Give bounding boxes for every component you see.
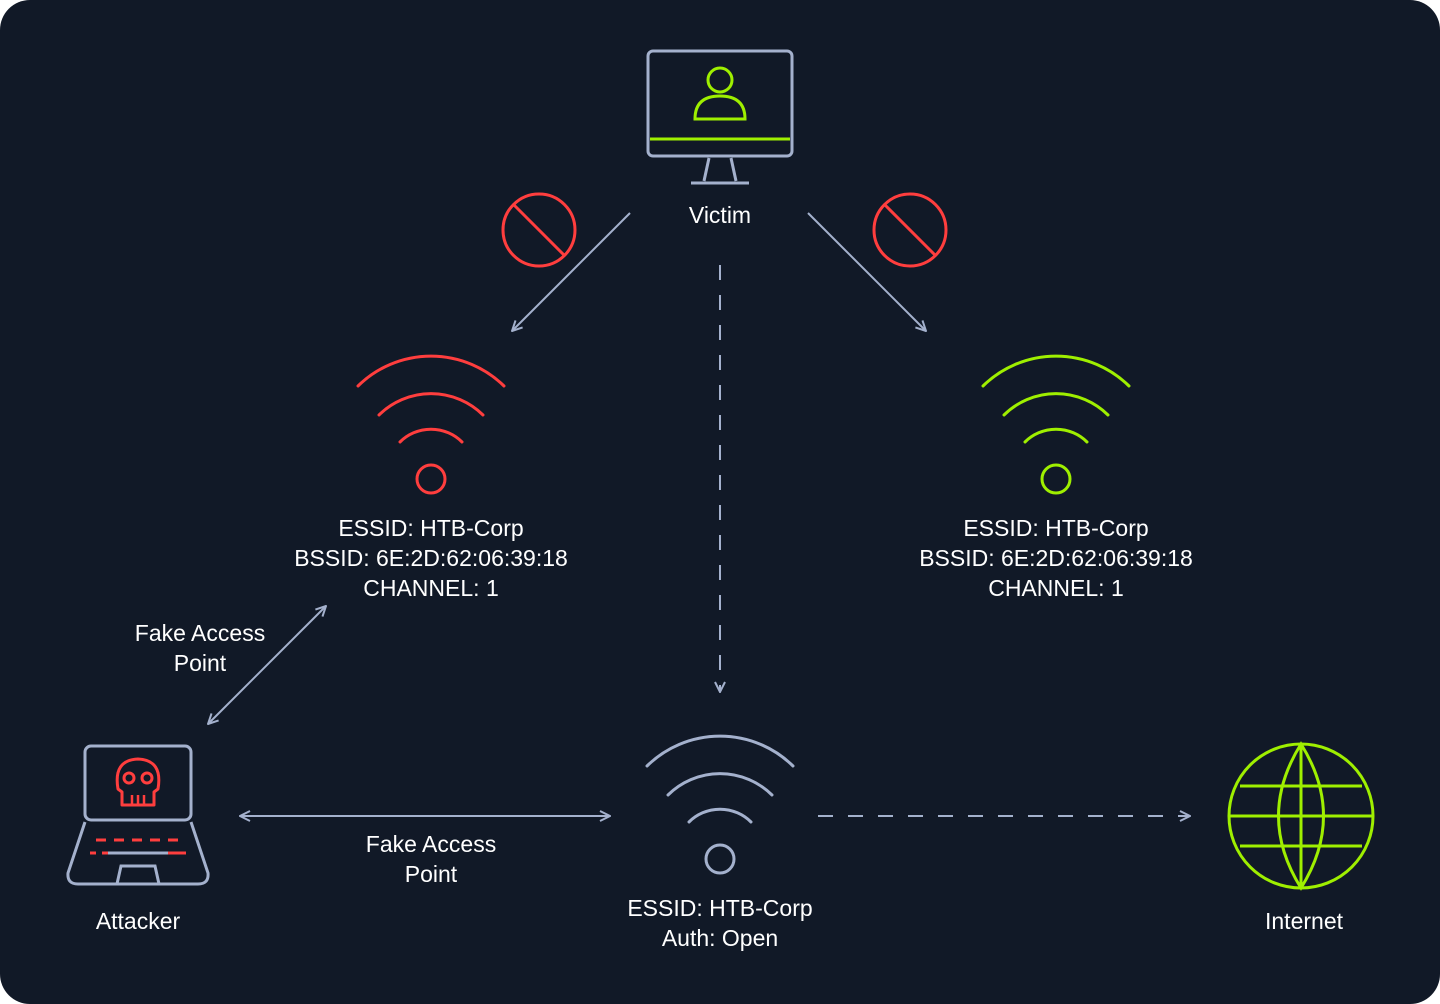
rogue-channel: CHANNEL: 1 <box>363 575 499 601</box>
rogue-bssid: BSSID: 6E:2D:62:06:39:18 <box>294 545 568 571</box>
edge-label-line: Fake Access <box>134 620 266 646</box>
legit-essid: ESSID: HTB-Corp <box>963 515 1149 541</box>
edge-label-line: Point <box>173 650 227 676</box>
attacker-label: Attacker <box>95 908 181 934</box>
edge-label-line: Fake Access <box>365 831 497 857</box>
legit-channel: CHANNEL: 1 <box>988 575 1124 601</box>
rogue-essid: ESSID: HTB-Corp <box>338 515 524 541</box>
victim-to-legit-arrow <box>807 212 926 331</box>
open-auth: Auth: Open <box>661 925 779 951</box>
laptop-skull-icon <box>66 744 210 886</box>
no-entry-icon <box>501 192 577 268</box>
victim-to-rogue-arrow <box>512 212 631 331</box>
edge-label-line: Point <box>404 861 458 887</box>
legit-bssid: BSSID: 6E:2D:62:06:39:18 <box>919 545 1193 571</box>
monitor-user-icon <box>646 49 794 185</box>
internet-label: Internet <box>1265 908 1343 934</box>
wifi-icon <box>356 354 506 495</box>
open-essid: ESSID: HTB-Corp <box>627 895 813 921</box>
wifi-icon <box>645 734 795 875</box>
attacker-rogue-arrow <box>208 606 326 724</box>
attacker-rogue-edge-label: Fake Access Point <box>135 618 265 678</box>
wifi-icon <box>981 354 1131 495</box>
globe-icon <box>1227 741 1375 891</box>
rogue-ap-info: ESSID: HTB-Corp BSSID: 6E:2D:62:06:39:18… <box>294 513 568 603</box>
open-ap-info: ESSID: HTB-Corp Auth: Open <box>627 893 812 953</box>
no-entry-icon <box>872 192 948 268</box>
attacker-open-edge-label: Fake Access Point <box>366 829 496 889</box>
victim-label: Victim <box>688 202 752 228</box>
legit-ap-info: ESSID: HTB-Corp BSSID: 6E:2D:62:06:39:18… <box>919 513 1193 603</box>
